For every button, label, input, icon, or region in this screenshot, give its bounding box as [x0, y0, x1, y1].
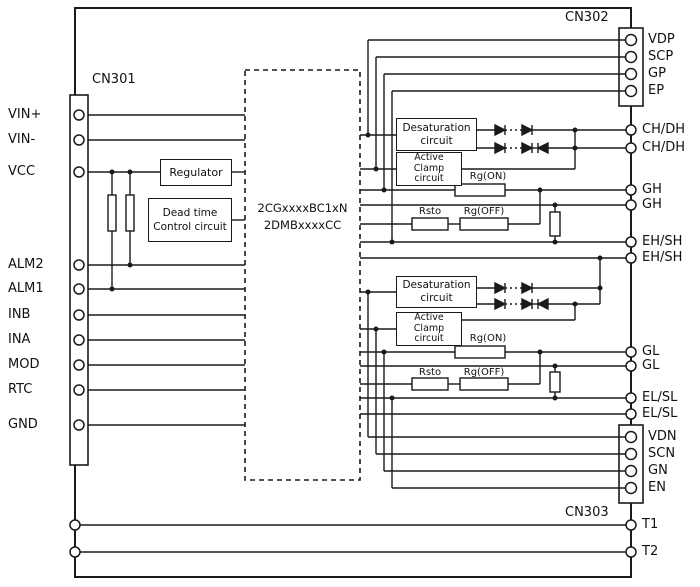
rg-on-label-top: Rg(ON)	[469, 171, 507, 182]
pin-label-gh-1: GH	[642, 182, 662, 197]
cn303-title: CN303	[565, 505, 609, 520]
rg-on-label-bottom: Rg(ON)	[469, 333, 507, 344]
pin-label-gnd: GND	[8, 417, 38, 432]
pin-label-vdp: VDP	[648, 32, 675, 47]
outer-frame	[74, 7, 632, 578]
pin-label-scp: SCP	[648, 49, 674, 64]
pin-circles	[69, 33, 638, 558]
pin-label-vcc: VCC	[8, 164, 36, 179]
rg-on-resistor-bottom	[454, 345, 506, 359]
pin-label-alm2: ALM2	[8, 257, 44, 272]
terminal-label-t1: T1	[642, 517, 659, 532]
pin-label-gn: GN	[648, 463, 668, 478]
pin-label-el-sl-2: EL/SL	[642, 406, 678, 421]
cn302-title: CN302	[565, 10, 609, 25]
gate-emitter-resistor-bottom	[549, 371, 561, 393]
rg-off-resistor-bottom	[459, 377, 509, 391]
rg-off-label-bottom: Rg(OFF)	[463, 367, 505, 378]
pin-label-scn: SCN	[648, 446, 676, 461]
pin-label-gl-2: GL	[642, 358, 660, 373]
connector-bodies	[69, 27, 644, 504]
active-clamp-block-bottom: Active Clamp circuit	[396, 312, 462, 346]
pin-label-eh-sh-2: EH/SH	[642, 250, 683, 265]
regulator-block: Regulator	[160, 159, 232, 186]
pin-label-gh-2: GH	[642, 197, 662, 212]
ic-part-number: 2CGxxxxBC1xN 2DMBxxxxCC	[246, 200, 359, 234]
pin-label-rtc: RTC	[8, 382, 33, 397]
rsto-label-bottom: Rsto	[418, 367, 442, 378]
pin-label-gl-1: GL	[642, 344, 660, 359]
pullup-resistor-1	[107, 194, 117, 232]
pin-label-mod: MOD	[8, 357, 40, 372]
ic-part-line2: 2DMBxxxxCC	[263, 218, 342, 232]
rsto-resistor-bottom	[411, 377, 449, 391]
rg-on-resistor-top	[454, 183, 506, 197]
pin-label-ch-dh-1: CH/DH	[642, 122, 686, 137]
pin-label-inb: INB	[8, 307, 31, 322]
pin-label-vin-plus: VIN+	[8, 107, 42, 122]
junction-dots	[109, 127, 603, 401]
pin-label-vin-minus: VIN-	[8, 132, 36, 147]
pin-label-ch-dh-2: CH/DH	[642, 140, 686, 155]
active-clamp-block-top: Active Clamp circuit	[396, 152, 462, 186]
pin-label-ep: EP	[648, 83, 665, 98]
pin-label-ina: INA	[8, 332, 31, 347]
dead-time-control-block: Dead time Control circuit	[148, 198, 232, 242]
pin-label-gp: GP	[648, 66, 666, 81]
ic-dashed-outline	[244, 69, 361, 481]
pin-label-eh-sh-1: EH/SH	[642, 234, 683, 249]
signal-wires	[75, 39, 631, 553]
pin-label-vdn: VDN	[648, 429, 677, 444]
gate-emitter-resistor-top	[549, 211, 561, 237]
rsto-resistor-top	[411, 217, 449, 231]
diodes	[494, 123, 549, 311]
rg-off-resistor-top	[459, 217, 509, 231]
rg-off-label-top: Rg(OFF)	[463, 206, 505, 217]
cn301-title: CN301	[92, 72, 136, 87]
pin-label-alm1: ALM1	[8, 281, 44, 296]
desaturation-block-top: Desaturation circuit	[396, 118, 477, 151]
cn301-body	[69, 94, 89, 466]
ic-part-line1: 2CGxxxxBC1xN	[257, 201, 348, 215]
pin-label-el-sl-1: EL/SL	[642, 390, 678, 405]
terminal-label-t2: T2	[642, 544, 659, 559]
desaturation-block-bottom: Desaturation circuit	[396, 276, 477, 308]
pullup-resistor-2	[125, 194, 135, 232]
rsto-label-top: Rsto	[418, 206, 442, 217]
resistor-bodies	[107, 183, 561, 393]
pin-label-en: EN	[648, 480, 666, 495]
